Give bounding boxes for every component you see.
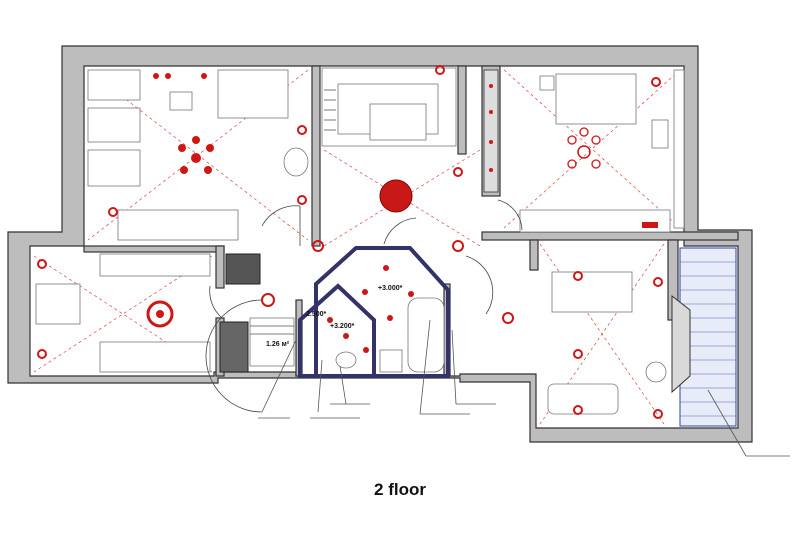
leader-lines bbox=[258, 319, 790, 457]
pendant-bottom-left bbox=[146, 300, 174, 328]
bathroom bbox=[298, 246, 450, 378]
chandelier-right bbox=[567, 127, 601, 169]
lighting-fixtures bbox=[37, 65, 663, 419]
small-stair bbox=[249, 317, 295, 367]
area-label: 1.26 м² bbox=[266, 341, 290, 348]
level-label-b: +3.200* bbox=[330, 323, 355, 330]
bedroom-left-furniture bbox=[87, 69, 309, 241]
doors bbox=[205, 199, 523, 413]
living-room-furniture bbox=[547, 271, 667, 415]
level-label-a: +3.000* bbox=[378, 285, 403, 292]
pendant-hall bbox=[379, 179, 413, 213]
bedroom-right-furniture bbox=[519, 69, 685, 233]
level-label-c: 2.500* bbox=[306, 311, 327, 318]
room-bottom-left-furniture bbox=[35, 253, 261, 373]
stair-block bbox=[321, 67, 457, 147]
chandelier-left bbox=[178, 136, 214, 174]
plan-caption: 2 floor bbox=[374, 480, 426, 499]
exterior-walls bbox=[7, 45, 753, 443]
balcony bbox=[671, 247, 737, 427]
wardrobe-strip bbox=[483, 69, 499, 193]
